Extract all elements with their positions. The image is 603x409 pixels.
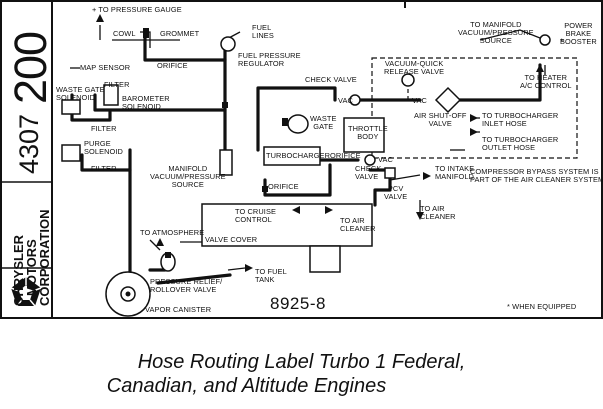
brake-booster-fitting-shape xyxy=(539,34,551,46)
air-shutoff-valve-shape xyxy=(434,86,462,114)
oil-fill-shape xyxy=(309,245,341,273)
vac-label-3: VAC xyxy=(378,155,393,164)
check-valve-top-label: CHECK VALVE xyxy=(305,75,357,84)
when-equipped-mark: * xyxy=(560,37,564,47)
document-number: 8925-8 xyxy=(270,294,326,313)
check-valve-top-shape xyxy=(349,94,361,106)
orifice-top-label: ORIFICE xyxy=(157,61,188,70)
to-pressure-gauge-label: + TO PRESSURE GAUGE xyxy=(92,5,182,14)
map-sensor-label: MAP SENSOR xyxy=(80,63,131,72)
filter-label-1: FILTER xyxy=(104,80,130,89)
fittings xyxy=(125,28,288,297)
part-number-small: 4307 xyxy=(14,113,44,174)
turbocharger-label: TURBOCHARGER xyxy=(266,151,331,160)
orifice-low-label: ORIFICE xyxy=(268,182,299,191)
filter-label-2: FILTER xyxy=(91,124,117,133)
vac-label-1: VAC xyxy=(338,96,353,105)
caption-line: Hose Routing Label Turbo 1 Federal, xyxy=(137,351,466,373)
vac-label-2: VAC xyxy=(412,96,427,105)
pentastar-logo-icon xyxy=(10,277,42,307)
caption-line: Canadian, and Altitude Engines xyxy=(106,375,387,397)
grommet-label: GROMMET xyxy=(160,29,200,38)
part-number-large: 200 xyxy=(5,31,56,104)
brand-name: CHRYSLER MOTORS CORPORATION xyxy=(11,209,52,306)
pcv-valve-shape xyxy=(384,167,396,179)
check-valve-bottom-shape xyxy=(364,154,376,166)
hose-routing-label: 200 4307 CHRYSLER MOTORS CORPORATION + T… xyxy=(0,0,603,319)
label-side-panel: 200 4307 CHRYSLER MOTORS CORPORATION xyxy=(0,0,56,318)
thin-hoses xyxy=(70,25,546,271)
compressor-bypass-box xyxy=(371,57,578,159)
to-atmosphere-label: TO ATMOSPHERE xyxy=(140,228,205,237)
quick-release-valve-shape xyxy=(401,73,415,87)
figure-caption: Hose Routing Label Turbo 1 Federal, Cana… xyxy=(0,350,603,398)
pressure-relief-label: PRESSURE RELIEF/ROLLOVER VALVE xyxy=(150,277,223,294)
manifold-source-shape xyxy=(219,149,233,176)
valve-cover-shape xyxy=(201,203,373,247)
waste-gate-solenoid-shape xyxy=(61,99,81,115)
barometer-solenoid-shape xyxy=(103,84,119,106)
vapor-canister-label: VAPOR CANISTER xyxy=(145,305,212,314)
brand-line: CORPORATION xyxy=(37,209,52,306)
waste-gate-shape xyxy=(287,114,309,134)
turbocharger-shape xyxy=(263,146,321,166)
label-border xyxy=(0,0,603,319)
cowl-label: COWL xyxy=(113,29,136,38)
direction-arrows xyxy=(96,14,544,272)
fuel-regulator-shape xyxy=(220,36,236,52)
valve-cover-label: VALVE COVER xyxy=(205,235,258,244)
when-equipped-footnote: * WHEN EQUIPPED xyxy=(507,302,577,311)
purge-solenoid-shape xyxy=(61,144,81,162)
filter-label-3: FILTER xyxy=(91,164,117,173)
throttle-body-shape xyxy=(343,117,385,153)
orifice-mid-label: ORIFICE xyxy=(330,151,361,160)
hose-routing-diagram xyxy=(0,0,603,319)
